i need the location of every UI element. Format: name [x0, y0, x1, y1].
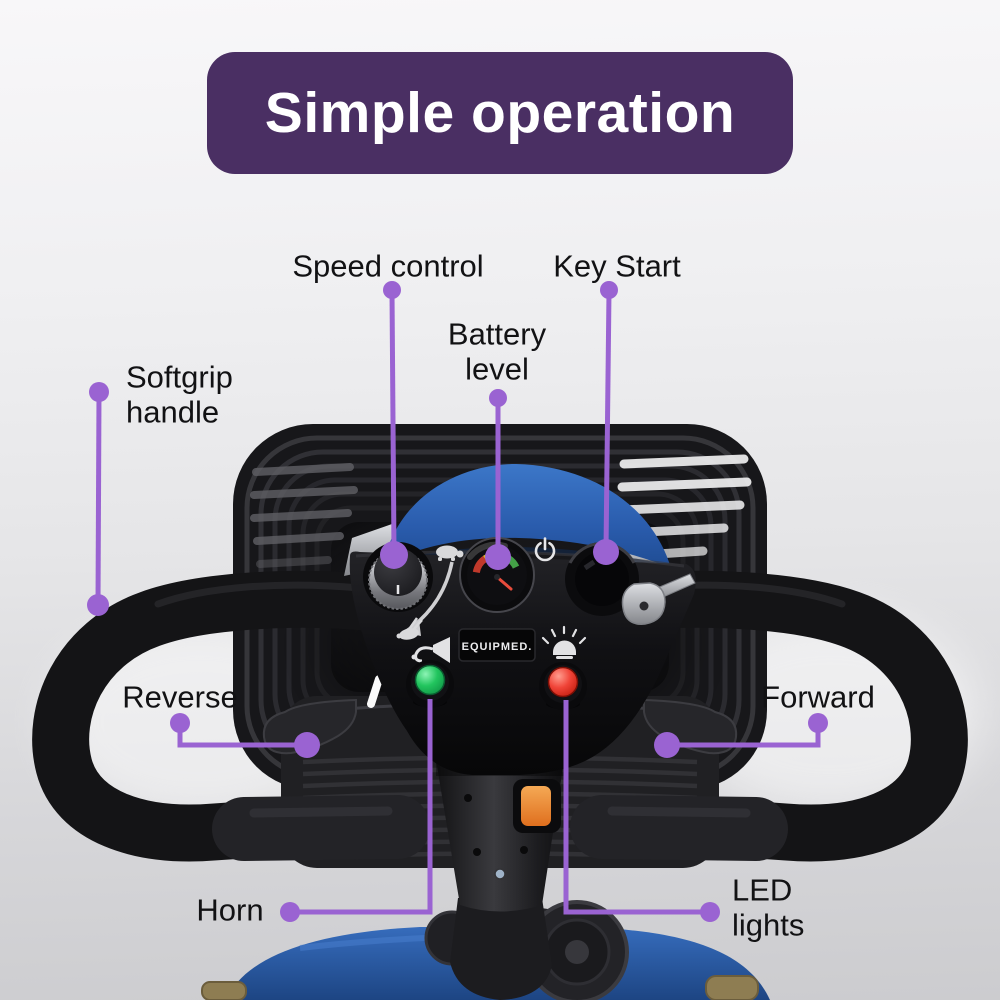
battery-level-connector: [485, 389, 511, 570]
callout-connectors: [87, 281, 828, 922]
stem-screw: [494, 868, 506, 880]
charge-lever: [521, 786, 551, 826]
label-led-lights: LED lights: [732, 872, 805, 943]
page-title: Simple operation: [264, 81, 736, 145]
horn-connector: [280, 699, 433, 922]
battery-gauge: [459, 537, 535, 613]
led-button: [539, 662, 587, 710]
label-horn: Horn: [196, 892, 264, 928]
softgrip-handle-connector: [87, 382, 109, 616]
led-lights-connector: [563, 700, 720, 922]
label-battery-level: Battery level: [447, 316, 547, 387]
key-start-switch: [565, 541, 696, 625]
brand-plate: EQUIPMED.: [458, 628, 536, 662]
led-light-icon: [541, 625, 587, 659]
body-trim-left: [201, 981, 247, 1000]
power-icon: [534, 537, 556, 562]
forward-connector: [654, 713, 828, 758]
body-trim-right: [705, 975, 759, 1000]
hare-icon: [396, 617, 423, 640]
speed-control-connector: [380, 281, 408, 569]
label-reverse: Reverse: [122, 679, 238, 715]
label-speed-control: Speed control: [292, 248, 484, 284]
key-start-connector: [593, 281, 619, 565]
speed-control-knob: [363, 542, 433, 612]
folding-hinge: [424, 898, 629, 1000]
reverse-connector: [170, 713, 320, 758]
label-softgrip-handle: Softgrip handle: [126, 359, 233, 430]
tortoise-icon: [436, 545, 464, 561]
label-key-start: Key Start: [553, 248, 681, 284]
tiller-stem: [436, 760, 564, 912]
key: [621, 573, 696, 625]
title-banner: Simple operation: [207, 52, 793, 174]
brand-label: EQUIPMED.: [462, 641, 533, 653]
tray-highlight-left: [367, 675, 383, 708]
horn-icon: [411, 637, 450, 663]
label-forward: Forward: [761, 679, 875, 715]
basket-vent-slats-left: [250, 463, 358, 568]
